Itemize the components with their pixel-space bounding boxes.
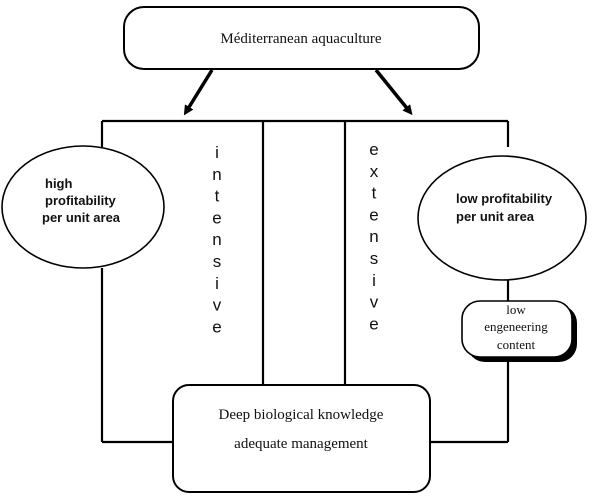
top-node: Méditerranean aquaculture	[123, 6, 480, 70]
extensive-letter: e	[369, 140, 378, 159]
right-ellipse-node: low profitability per unit area	[417, 155, 587, 281]
bottom-node-line-2: adequate management	[234, 436, 369, 452]
extensive-letter: n	[369, 227, 378, 246]
intensive-letter: e	[212, 208, 221, 227]
left-ellipse-line-2: profitability	[45, 193, 117, 208]
left-ellipse-line-3: per unit area	[42, 210, 121, 225]
intensive-letter: i	[215, 274, 219, 293]
extensive-letter: s	[370, 249, 379, 268]
intensive-letter: n	[212, 230, 221, 249]
arrow-to-intensive	[183, 69, 214, 116]
arrow-to-extensive	[374, 68, 413, 116]
intensive-letter: i	[215, 143, 219, 162]
intensive-letter: v	[213, 296, 222, 315]
right-ellipse-line-2: per unit area	[456, 209, 535, 224]
intensive-letter: e	[212, 317, 221, 336]
extensive-letter: e	[369, 314, 378, 333]
intensive-letter: t	[215, 187, 220, 206]
bottom-node: Deep biological knowledge adequate manag…	[172, 384, 431, 493]
bottom-node-line-1: Deep biological knowledge	[219, 407, 384, 423]
top-node-label: Méditerranean aquaculture	[220, 31, 382, 47]
extensive-letter: v	[370, 293, 379, 312]
intensive-letter: s	[213, 252, 222, 271]
extensive-letter: t	[372, 184, 377, 203]
engineering-line-2: engeneering	[484, 319, 548, 334]
extensive-letter: i	[372, 271, 376, 290]
extensive-letter: x	[370, 162, 379, 181]
left-ellipse-node: high profitability per unit area	[1, 145, 165, 269]
engineering-line-1: low	[506, 302, 526, 317]
left-ellipse-line-1: high	[45, 176, 72, 191]
extensive-letter: e	[369, 205, 378, 224]
engineering-content-node: low engeneering content	[461, 300, 577, 362]
intensive-letter: n	[212, 165, 221, 184]
engineering-line-3: content	[497, 337, 536, 352]
right-ellipse-line-1: low profitability	[456, 191, 553, 206]
